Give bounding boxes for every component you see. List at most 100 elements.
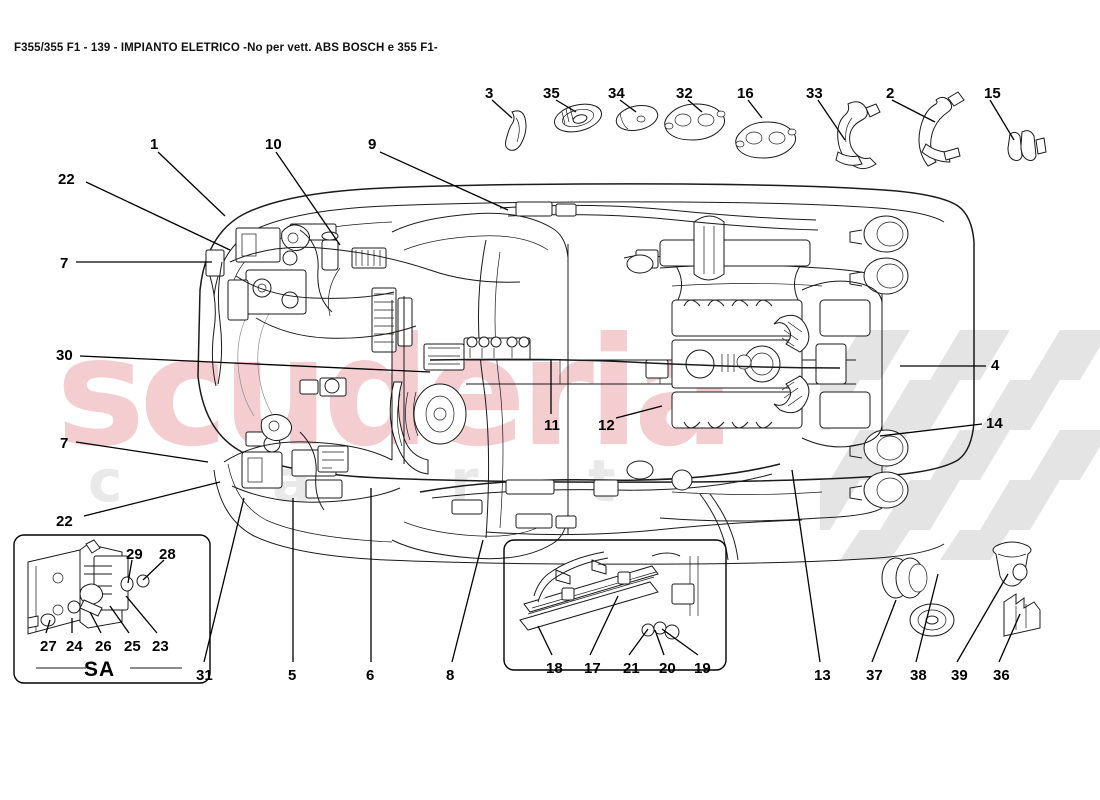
part-35-grommet bbox=[554, 103, 602, 133]
part-34-cap bbox=[615, 104, 659, 132]
callout-number-31: 31 bbox=[196, 667, 213, 684]
leader-line-2 bbox=[891, 99, 936, 123]
leader-line-12 bbox=[615, 405, 663, 419]
leader-line-18 bbox=[537, 625, 553, 656]
callout-number-2: 2 bbox=[886, 85, 895, 102]
callout-number-24: 24 bbox=[66, 638, 83, 655]
leader-line-14 bbox=[879, 423, 983, 437]
part-16-bracket bbox=[735, 121, 797, 159]
callout-number-10: 10 bbox=[265, 136, 282, 153]
callout-number-37: 37 bbox=[866, 667, 883, 684]
callout-number-3: 3 bbox=[485, 85, 494, 102]
callout-number-15: 15 bbox=[984, 85, 1001, 102]
callout-number-27: 27 bbox=[40, 638, 57, 655]
callout-leader-lines bbox=[45, 99, 1021, 663]
callout-number-33: 33 bbox=[806, 85, 823, 102]
leader-line-29 bbox=[127, 559, 133, 584]
callout-number-38: 38 bbox=[910, 667, 927, 684]
leader-line-8 bbox=[451, 539, 484, 663]
leader-line-10 bbox=[275, 151, 341, 246]
callout-number-35: 35 bbox=[543, 85, 560, 102]
car-body-outline bbox=[197, 183, 975, 565]
leader-line-27 bbox=[45, 619, 51, 634]
leader-line-1 bbox=[157, 151, 226, 217]
callout-number-32: 32 bbox=[676, 85, 693, 102]
page-title: F355/355 F1 - 139 - IMPIANTO ELETRICO -N… bbox=[14, 42, 438, 54]
leader-line-19 bbox=[661, 628, 699, 656]
callout-number-9: 9 bbox=[368, 136, 377, 153]
leader-line-39 bbox=[956, 573, 1009, 663]
rails-inset-box bbox=[503, 539, 727, 671]
leader-line-28 bbox=[142, 559, 165, 581]
part-15-clip bbox=[1007, 130, 1047, 161]
leader-line-35 bbox=[555, 99, 577, 113]
part-3-clip bbox=[505, 110, 527, 151]
leader-line-33 bbox=[817, 99, 846, 141]
front-compartment-detail bbox=[205, 223, 521, 387]
callout-number-16: 16 bbox=[737, 85, 754, 102]
leader-line-32 bbox=[687, 99, 703, 113]
leader-line-36 bbox=[998, 613, 1021, 663]
callout-number-22: 22 bbox=[58, 171, 75, 188]
part-2-clamp bbox=[918, 91, 965, 167]
leader-line-31 bbox=[203, 497, 245, 663]
leader-line-3 bbox=[491, 99, 513, 119]
callout-number-39: 39 bbox=[951, 667, 968, 684]
leader-line-26 bbox=[89, 611, 102, 634]
leader-line-22 bbox=[83, 481, 221, 517]
main-harness-runs bbox=[391, 201, 841, 561]
callout-number-17: 17 bbox=[584, 660, 601, 677]
leader-line-37 bbox=[871, 599, 897, 663]
leader-line-22 bbox=[85, 181, 231, 251]
part-37-grommet bbox=[881, 557, 928, 599]
sa-inset-box bbox=[13, 534, 211, 684]
part-32-bracket bbox=[664, 103, 726, 141]
callout-number-25: 25 bbox=[124, 638, 141, 655]
coil-pack bbox=[463, 336, 531, 361]
callout-number-1: 1 bbox=[150, 136, 159, 153]
sa-inset-label: SA bbox=[84, 658, 116, 681]
callout-number-5: 5 bbox=[288, 667, 297, 684]
leader-line-17 bbox=[589, 595, 619, 656]
leader-line-20 bbox=[654, 629, 665, 656]
callout-number-11: 11 bbox=[544, 417, 560, 434]
callout-number-18: 18 bbox=[546, 660, 563, 677]
rear-left-compartment-detail bbox=[223, 414, 401, 511]
callout-number-30: 30 bbox=[56, 347, 73, 364]
callout-number-36: 36 bbox=[993, 667, 1010, 684]
leader-line-30 bbox=[79, 355, 431, 373]
part-38-washer bbox=[909, 603, 955, 637]
callout-number-7: 7 bbox=[60, 435, 69, 452]
callout-number-28: 28 bbox=[159, 546, 176, 563]
callout-number-12: 12 bbox=[598, 417, 615, 434]
callout-number-7: 7 bbox=[60, 255, 69, 272]
leader-line-13 bbox=[791, 469, 821, 663]
leader-line-16 bbox=[747, 99, 763, 119]
part-36-clip bbox=[1003, 593, 1041, 637]
callout-number-26: 26 bbox=[95, 638, 112, 655]
callout-number-22: 22 bbox=[56, 513, 73, 530]
callout-number-19: 19 bbox=[694, 660, 711, 677]
part-33-clamp bbox=[835, 101, 881, 170]
leader-line-38 bbox=[915, 573, 939, 663]
callout-number-21: 21 bbox=[623, 660, 640, 677]
leader-line-21 bbox=[628, 628, 649, 656]
part-39-plug bbox=[992, 541, 1032, 587]
callout-number-29: 29 bbox=[126, 546, 143, 563]
callout-number-14: 14 bbox=[986, 415, 1003, 432]
callout-number-8: 8 bbox=[446, 667, 455, 684]
callout-number-6: 6 bbox=[366, 667, 375, 684]
leader-line-9 bbox=[379, 151, 509, 211]
leader-line-25 bbox=[109, 605, 130, 634]
callout-number-34: 34 bbox=[608, 85, 625, 102]
callout-number-4: 4 bbox=[991, 357, 1000, 374]
leader-line-34 bbox=[619, 99, 637, 113]
callout-number-20: 20 bbox=[659, 660, 676, 677]
engine-detail bbox=[659, 215, 883, 448]
leader-line-7 bbox=[75, 441, 209, 463]
callout-number-13: 13 bbox=[814, 667, 831, 684]
leader-line-15 bbox=[989, 99, 1015, 141]
leader-line-23 bbox=[125, 595, 158, 634]
